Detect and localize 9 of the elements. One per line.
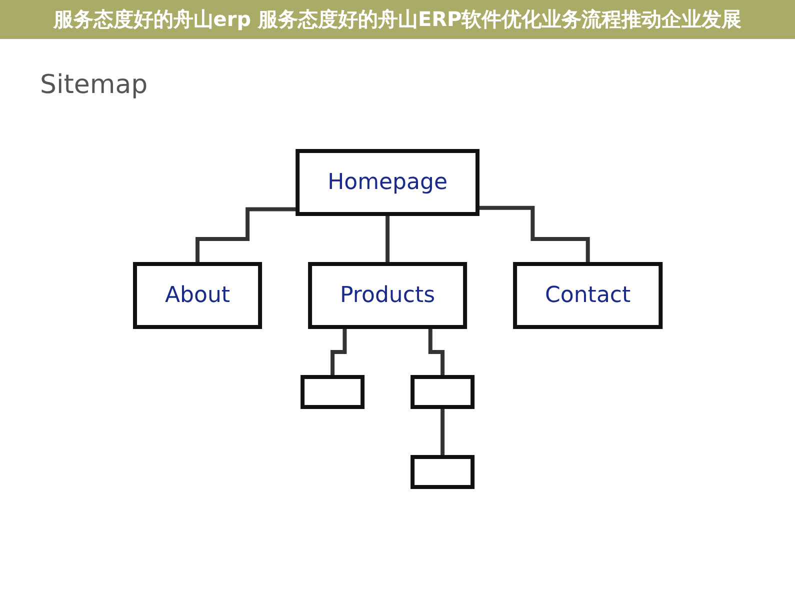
node-box [410, 455, 474, 489]
node-box [410, 375, 474, 409]
title-banner: 服务态度好的舟山erp 服务态度好的舟山ERP软件优化业务流程推动企业发展 [0, 0, 795, 39]
node-box: Contact [512, 262, 662, 329]
node-box [300, 375, 364, 409]
node-box: About [132, 262, 262, 329]
sitemap-label: Sitemap [40, 70, 148, 100]
node-box: Products [308, 262, 467, 329]
node-box: Homepage [295, 149, 480, 216]
